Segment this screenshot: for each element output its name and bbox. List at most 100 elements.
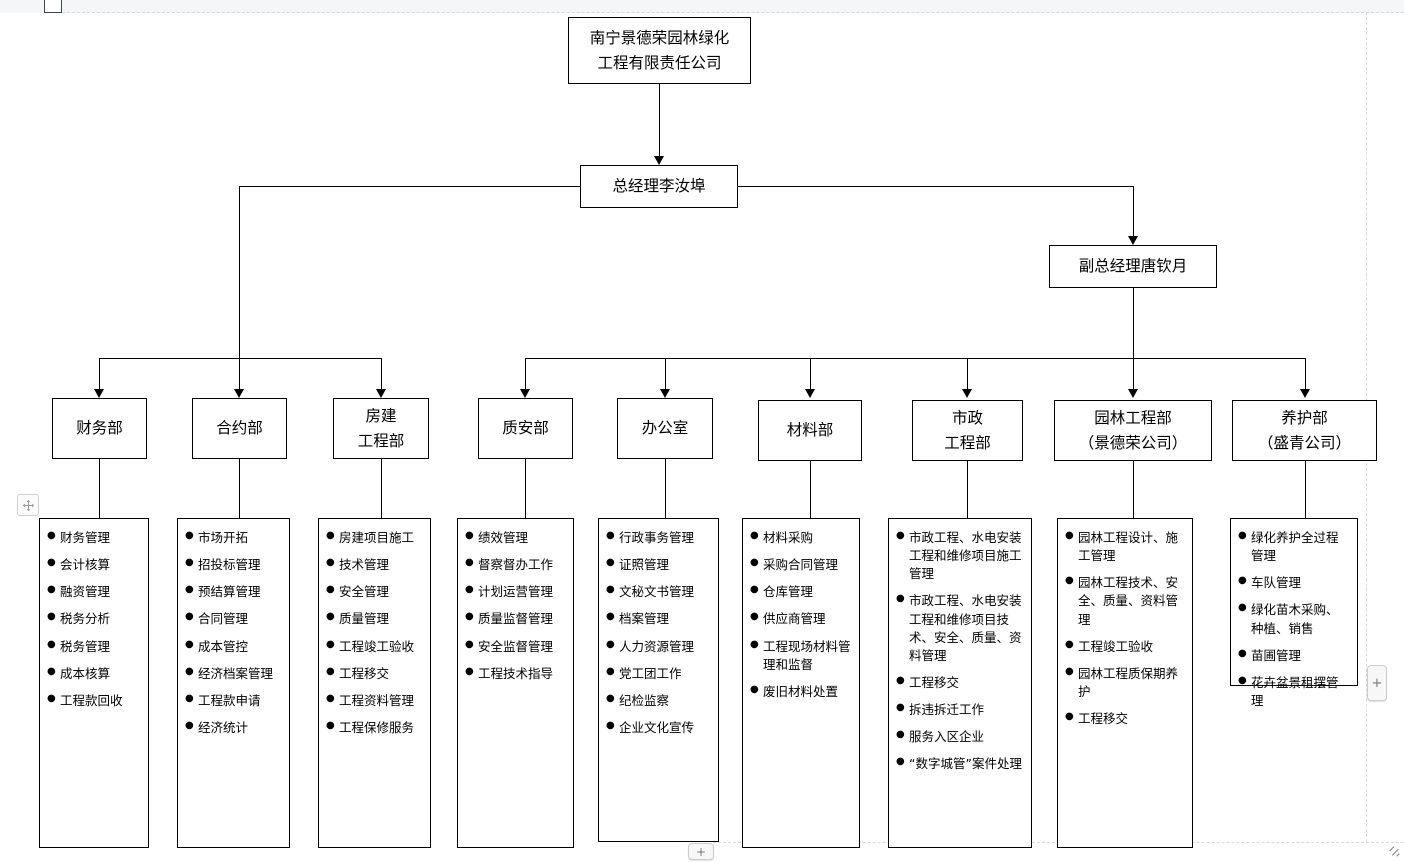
duty-item-text: 工程款申请 [198, 692, 261, 708]
duty-item-text: 档案管理 [619, 611, 670, 627]
duties-materials[interactable]: 材料采购采购合同管理仓库管理供应商管理工程现场材料管理和监督废旧材料处置 [742, 518, 860, 848]
duty-item: 质量监督管理 [465, 610, 566, 628]
duty-item: 绿化养护全过程管理 [1238, 529, 1350, 565]
drop-finance [99, 358, 100, 389]
duty-item: 园林工程技术、安全、质量、资料管理 [1065, 574, 1185, 628]
duties-maintenance[interactable]: 绿化养护全过程管理车队管理绿化苗木采购、种植、销售苗圃管理花卉盆景租摆管理 [1230, 518, 1358, 708]
connector-gm-vgm-v [1133, 186, 1134, 236]
box-dept-quality-safety[interactable]: 质安部 [478, 398, 573, 459]
connector-gm-left-v [239, 186, 240, 358]
duty-item: 技术管理 [326, 556, 423, 574]
add-column-button[interactable]: + [1367, 665, 1387, 701]
duties-finance[interactable]: 财务管理会计核算融资管理税务分析税务管理成本核算工程款回收 [39, 518, 149, 848]
duties-list-materials: 材料采购采购合同管理仓库管理供应商管理工程现场材料管理和监督废旧材料处置 [750, 529, 852, 701]
stem-finance [99, 459, 100, 518]
duty-item: 市场开拓 [185, 529, 282, 547]
duty-item: “数字城管”案件处理 [896, 755, 1024, 773]
box-general-manager[interactable]: 总经理李汝埠 [580, 165, 738, 208]
arrow-company-gm [654, 156, 664, 165]
duty-item: 废旧材料处置 [750, 683, 852, 701]
duty-item-text: 会计核算 [60, 557, 111, 573]
stem-contract [239, 459, 240, 518]
add-row-button[interactable]: + [688, 843, 714, 860]
sheet-tab[interactable] [44, 0, 62, 13]
duty-item: 工程移交 [1065, 710, 1185, 728]
duty-item-text: 工程技术指导 [478, 665, 554, 681]
duty-item-text: 工程移交 [909, 674, 960, 690]
duties-building-engineering[interactable]: 房建项目施工技术管理安全管理质量管理工程竣工验收工程移交工程资料管理工程保修服务 [318, 518, 431, 848]
duty-item-text: 经济统计 [198, 719, 249, 735]
duty-item-text: 招投标管理 [198, 557, 261, 573]
duty-item-text: 绿化养护全过程管理 [1251, 530, 1339, 564]
duty-item-text: 材料采购 [763, 530, 814, 545]
guide-line-top [62, 12, 1404, 13]
duties-landscape-engineering[interactable]: 园林工程设计、施工管理园林工程技术、安全、质量、资料管理工程竣工验收园林工程质保… [1057, 518, 1193, 848]
box-dept-finance[interactable]: 财务部 [52, 398, 147, 459]
duty-item: 仓库管理 [750, 583, 852, 601]
duty-item: 绿化苗木采购、种植、销售 [1238, 601, 1350, 637]
duty-item: 行政事务管理 [606, 529, 711, 547]
duty-item: 纪检监察 [606, 692, 711, 710]
duties-quality-safety[interactable]: 绩效管理督察督办工作计划运营管理质量监督管理安全监督管理工程技术指导 [457, 518, 574, 848]
arrow-office [660, 389, 670, 398]
box-dept-contract[interactable]: 合约部 [192, 398, 287, 459]
duty-item-text: 工程移交 [1078, 711, 1129, 726]
duties-list-building: 房建项目施工技术管理安全管理质量管理工程竣工验收工程移交工程资料管理工程保修服务 [326, 529, 423, 737]
duty-item: 档案管理 [606, 610, 711, 628]
resize-corner-handle[interactable] [1386, 843, 1402, 859]
duty-item: 安全管理 [326, 583, 423, 601]
connector-company-gm [659, 84, 660, 156]
duty-item-text: 仓库管理 [763, 584, 814, 600]
drop-office [665, 358, 666, 389]
duty-item-text: 供应商管理 [763, 611, 826, 627]
bus-right-group [525, 358, 1305, 359]
drop-maintenance [1305, 358, 1306, 389]
company-line-1: 南宁景德荣园林绿化 [589, 29, 730, 48]
box-company[interactable]: 南宁景德荣园林绿化 工程有限责任公司 [568, 17, 751, 84]
stem-landscape [1133, 461, 1134, 518]
duty-item: 采购合同管理 [750, 556, 852, 574]
box-dept-building-engineering[interactable]: 房建 工程部 [333, 398, 429, 459]
duty-item: 工程竣工验收 [1065, 638, 1185, 656]
duty-item-text: 经济档案管理 [198, 665, 274, 681]
duty-item-text: 苗圃管理 [1251, 647, 1302, 663]
connector-gm-left-h [239, 186, 581, 187]
duty-item-text: 园林工程设计、施工管理 [1078, 530, 1179, 564]
duty-item-text: 技术管理 [339, 557, 390, 573]
duty-item-text: 市政工程、水电安装工程和维修项目技术、安全、质量、资料管理 [909, 593, 1022, 663]
duty-item-text: 成本核算 [60, 665, 111, 681]
duty-item-text: 税务管理 [60, 638, 111, 654]
duty-item: 工程资料管理 [326, 692, 423, 710]
box-dept-office[interactable]: 办公室 [617, 398, 713, 459]
box-dept-materials[interactable]: 材料部 [758, 400, 862, 461]
duty-item-text: 党工团工作 [619, 665, 682, 681]
duty-item-text: 工程竣工验收 [1078, 638, 1154, 654]
duties-contract[interactable]: 市场开拓招投标管理预结算管理合同管理成本管控经济档案管理工程款申请经济统计 [177, 518, 290, 848]
duty-item-text: 车队管理 [1251, 575, 1302, 591]
duty-item: 材料采购 [750, 529, 852, 547]
box-dept-municipal-engineering[interactable]: 市政 工程部 [912, 400, 1023, 461]
duty-item: 经济档案管理 [185, 665, 282, 683]
box-dept-maintenance[interactable]: 养护部 （盛青公司） [1232, 400, 1377, 461]
arrow-contract [234, 389, 244, 398]
duty-item-text: 工程款回收 [60, 692, 123, 708]
duty-item: 质量管理 [326, 610, 423, 628]
duties-office[interactable]: 行政事务管理证照管理文秘文书管理档案管理人力资源管理党工团工作纪检监察企业文化宣… [598, 518, 719, 842]
box-vice-general-manager[interactable]: 副总经理唐钦月 [1049, 245, 1217, 288]
duty-item-text: “数字城管”案件处理 [909, 756, 1022, 772]
duties-municipal-engineering[interactable]: 市政工程、水电安装工程和维修项目施工管理市政工程、水电安装工程和维修项目技术、安… [888, 518, 1032, 848]
move-handle[interactable] [17, 494, 39, 516]
duties-list-contract: 市场开拓招投标管理预结算管理合同管理成本管控经济档案管理工程款申请经济统计 [185, 529, 282, 737]
box-dept-landscape-engineering[interactable]: 园林工程部 （景德荣公司） [1054, 400, 1212, 461]
duty-item-text: 督察督办工作 [478, 557, 554, 573]
duty-item: 企业文化宣传 [606, 719, 711, 737]
arrow-gm-vgm [1128, 236, 1138, 245]
duty-item-text: 服务入区企业 [909, 729, 985, 745]
duty-item: 督察督办工作 [465, 556, 566, 574]
duty-item-text: 企业文化宣传 [619, 719, 695, 735]
duty-item-text: 园林工程技术、安全、质量、资料管理 [1078, 575, 1179, 627]
duty-item-text: 纪检监察 [619, 692, 670, 708]
duty-item-text: 市场开拓 [198, 530, 249, 545]
duty-item-text: 市政工程、水电安装工程和维修项目施工管理 [909, 530, 1022, 582]
